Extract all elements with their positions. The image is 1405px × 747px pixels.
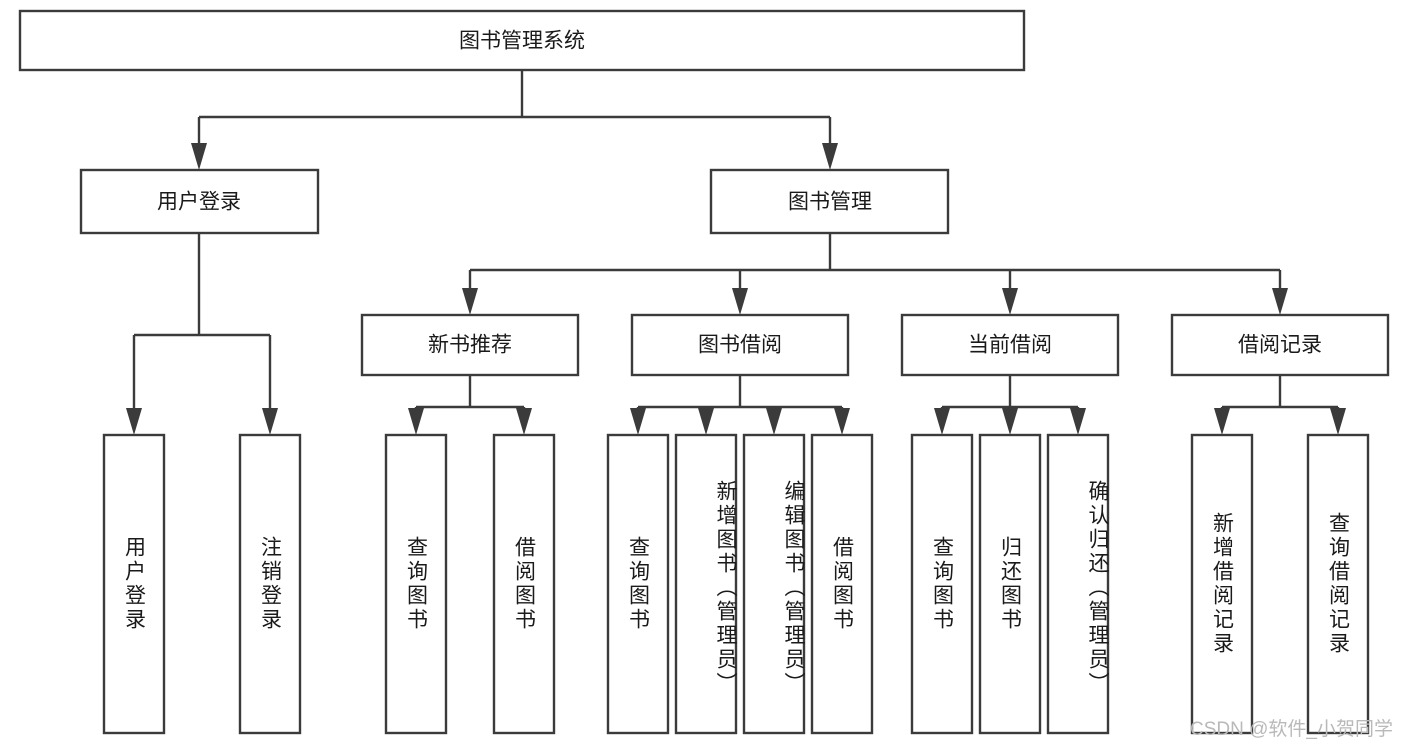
arrow-root-to-book-manage bbox=[822, 143, 838, 170]
node-book-borrow-box[interactable] bbox=[630, 313, 850, 377]
arrow-borrow-record-leaf-0 bbox=[1214, 408, 1230, 435]
csdn-watermark: CSDN @软件_小贺同学 bbox=[1190, 719, 1393, 740]
arrow-book-borrow-leaf-0 bbox=[630, 408, 646, 435]
node-user-login-label: 用户登录 bbox=[157, 191, 241, 214]
arrow-user-login-leaf-1 bbox=[262, 408, 278, 435]
arrow-new-book-leaf-0 bbox=[408, 408, 424, 435]
node-root-box[interactable] bbox=[18, 9, 1026, 72]
arrow-book-borrow-leaf-3 bbox=[834, 408, 850, 435]
leaf-book-borrow-2-box[interactable] bbox=[742, 433, 806, 735]
node-current-borrow-label: 当前借阅 bbox=[968, 334, 1052, 357]
leaf-user-login-1-box[interactable] bbox=[238, 433, 302, 735]
node-new-book-recommend-label: 新书推荐 bbox=[428, 334, 512, 357]
arrow-current-borrow-leaf-2 bbox=[1070, 408, 1086, 435]
arrow-current-borrow-leaf-0 bbox=[934, 408, 950, 435]
leaf-new-book-0-box[interactable] bbox=[384, 433, 448, 735]
arrow-book-borrow-leaf-1 bbox=[698, 408, 714, 435]
node-current-borrow-box[interactable] bbox=[900, 313, 1120, 377]
leaf-book-borrow-1-box[interactable] bbox=[674, 433, 738, 735]
edges-layer bbox=[126, 70, 1346, 435]
arrow-book-manage-to-book-borrow bbox=[732, 288, 748, 315]
arrow-current-borrow-leaf-1 bbox=[1002, 408, 1018, 435]
node-new-book-recommend-box[interactable] bbox=[360, 313, 580, 377]
leaf-user-login-0-box[interactable] bbox=[102, 433, 166, 735]
arrow-book-manage-to-new-book bbox=[462, 288, 478, 315]
leaf-book-borrow-0-box[interactable] bbox=[606, 433, 670, 735]
leaf-current-borrow-2-box[interactable] bbox=[1046, 433, 1110, 735]
node-book-borrow-label: 图书借阅 bbox=[698, 334, 782, 357]
arrow-root-to-user-login bbox=[191, 143, 207, 170]
arrow-borrow-record-leaf-1 bbox=[1330, 408, 1346, 435]
node-borrow-record-box[interactable] bbox=[1170, 313, 1390, 377]
node-root-label: 图书管理系统 bbox=[459, 30, 585, 53]
leaf-current-borrow-0-box[interactable] bbox=[910, 433, 974, 735]
arrow-user-login-leaf-0 bbox=[126, 408, 142, 435]
node-book-manage-box[interactable] bbox=[709, 168, 950, 235]
nodes-layer: 图书管理系统 用户登录 图书管理 新书推荐 图书借阅 当前借阅 借阅记录 bbox=[18, 9, 1390, 735]
leaf-borrow-record-1-box[interactable] bbox=[1306, 433, 1370, 735]
leaf-new-book-1-box[interactable] bbox=[492, 433, 556, 735]
leaf-current-borrow-1-box[interactable] bbox=[978, 433, 1042, 735]
node-user-login-box[interactable] bbox=[79, 168, 320, 235]
leaf-book-borrow-3-box[interactable] bbox=[810, 433, 874, 735]
node-borrow-record-label: 借阅记录 bbox=[1238, 334, 1322, 357]
node-book-manage-label: 图书管理 bbox=[788, 191, 872, 214]
arrow-new-book-leaf-1 bbox=[516, 408, 532, 435]
arrow-book-borrow-leaf-2 bbox=[766, 408, 782, 435]
arrow-book-manage-to-current-borrow bbox=[1002, 288, 1018, 315]
leaf-borrow-record-0-box[interactable] bbox=[1190, 433, 1254, 735]
arrow-book-manage-to-borrow-record bbox=[1272, 288, 1288, 315]
